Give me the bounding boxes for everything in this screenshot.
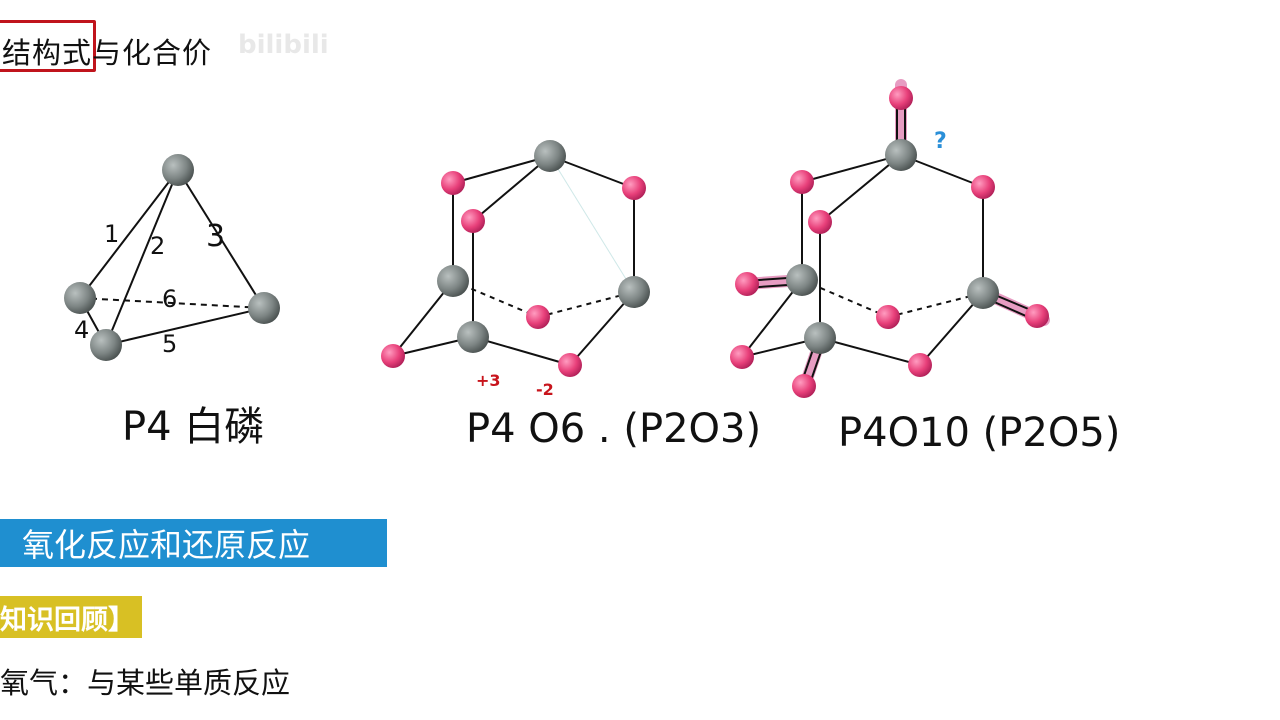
p4o10-atoms	[730, 86, 1049, 398]
p4o6-caption: P4 O6 . (P2O3)	[466, 406, 761, 452]
oxidation-state-o: -2	[536, 380, 554, 399]
phosphorus-atom	[162, 154, 194, 186]
p4-edge-labels: 1 2 3 4 5 6	[74, 219, 225, 358]
phosphorus-atom	[248, 292, 280, 324]
p4o10-highlights	[739, 79, 1050, 394]
question-mark: ?	[934, 129, 947, 154]
title-highlight-box	[0, 20, 96, 72]
p4o6-bonds	[392, 155, 635, 366]
watermark: bilibili	[238, 30, 329, 60]
phosphorus-atom	[534, 140, 566, 172]
edge-label-2: 2	[150, 232, 165, 260]
page-title: 结构式与化合价	[2, 36, 213, 70]
section-banner: 氧化反应和还原反应	[0, 519, 387, 567]
edge-label-4: 4	[74, 316, 89, 344]
oxygen-atom	[1025, 304, 1049, 328]
oxygen-atom	[889, 86, 913, 110]
phosphorus-atom	[437, 265, 469, 297]
oxygen-atom	[790, 170, 814, 194]
phosphorus-atom	[90, 329, 122, 361]
edge-label-5: 5	[162, 330, 177, 358]
edge-label-1: 1	[104, 220, 119, 248]
edge-label-3: 3	[206, 219, 225, 254]
phosphorus-atom	[804, 322, 836, 354]
p4o10-bonds	[741, 98, 1039, 390]
oxygen-atom	[622, 176, 646, 200]
p4-molecule	[79, 169, 265, 346]
oxygen-atom	[876, 305, 900, 329]
oxygen-atom	[558, 353, 582, 377]
oxygen-line: 氧气：与某些单质反应	[0, 666, 291, 700]
oxygen-atom	[971, 175, 995, 199]
phosphorus-atom	[967, 277, 999, 309]
oxygen-atom	[735, 272, 759, 296]
phosphorus-atom	[64, 282, 96, 314]
phosphorus-atom	[457, 321, 489, 353]
oxygen-atom	[792, 374, 816, 398]
oxygen-atom	[526, 305, 550, 329]
oxidation-state-p: +3	[476, 371, 501, 390]
edge-label-6: 6	[162, 285, 177, 313]
phosphorus-atom	[786, 264, 818, 296]
oxygen-atom	[908, 353, 932, 377]
phosphorus-atom	[885, 139, 917, 171]
oxygen-atom	[441, 171, 465, 195]
p4o6-atoms	[381, 140, 650, 377]
review-label: 知识回顾】	[0, 596, 142, 638]
p4-caption: P4 白磷	[122, 404, 264, 450]
p4o10-caption: P4O10 (P2O5)	[838, 410, 1120, 456]
p4-atoms	[64, 154, 280, 361]
oxygen-atom	[461, 209, 485, 233]
phosphorus-atom	[618, 276, 650, 308]
oxygen-atom	[730, 345, 754, 369]
oxygen-atom	[808, 210, 832, 234]
oxygen-atom	[381, 344, 405, 368]
